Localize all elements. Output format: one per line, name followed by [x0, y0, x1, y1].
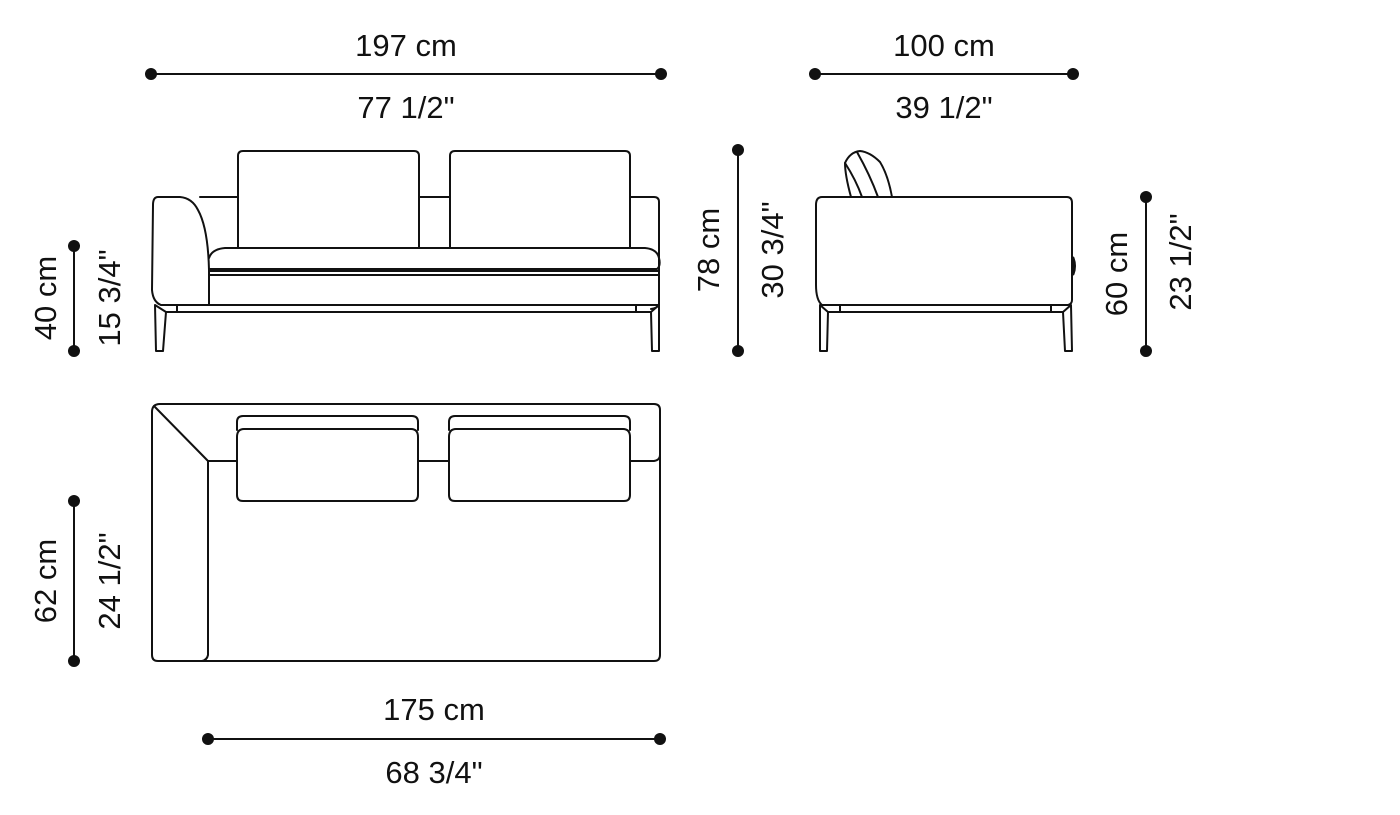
seat-depth-metric: 62 cm — [28, 539, 63, 623]
overall-depth-metric: 100 cm — [893, 28, 995, 63]
top-view — [151, 403, 661, 662]
cushion-seam — [844, 162, 863, 198]
side-knob — [1071, 256, 1076, 276]
dimension-endpoint — [68, 240, 80, 252]
back-cushion-left-plan — [236, 428, 419, 502]
leg-side-front — [819, 304, 829, 352]
arm-height-metric: 60 cm — [1099, 232, 1134, 316]
overall-depth-imperial: 39 1/2" — [895, 90, 992, 125]
dimension-endpoint — [1140, 191, 1152, 203]
seat-width-imperial: 68 3/4" — [385, 755, 482, 790]
dimension-endpoint — [1140, 345, 1152, 357]
seat-depth-imperial: 24 1/2" — [92, 532, 127, 629]
back-cushion-left-top — [236, 415, 419, 431]
leg-front-right — [650, 304, 660, 352]
dimension-overall-width: 197 cm 77 1/2" — [145, 28, 667, 125]
seat-base — [208, 257, 660, 310]
leg-front-left — [154, 304, 167, 352]
dimension-endpoint — [68, 495, 80, 507]
dimension-seat-width: 175 cm 68 3/4" — [202, 692, 666, 790]
back-cushion-left — [237, 150, 420, 249]
back-frame-inner — [207, 454, 661, 462]
armrest — [151, 196, 210, 306]
back-frame — [199, 196, 660, 259]
seat-height-metric: 40 cm — [28, 256, 63, 340]
dimension-endpoint — [809, 68, 821, 80]
plan-outline — [151, 403, 661, 662]
front-view — [151, 150, 661, 352]
overall-width-imperial: 77 1/2" — [357, 90, 454, 125]
cushion-seam — [856, 151, 879, 198]
seat-cushion — [208, 247, 661, 270]
overall-width-metric: 197 cm — [355, 28, 457, 63]
dimension-overall-depth: 100 cm 39 1/2" — [809, 28, 1079, 125]
back-cushion-profile — [844, 150, 893, 198]
back-cushion-right-top — [448, 415, 631, 431]
arm-inner-edge — [201, 460, 209, 662]
dimension-endpoint — [1067, 68, 1079, 80]
dimension-endpoint — [655, 68, 667, 80]
back-cushion-right-plan — [448, 428, 631, 502]
overall-height-metric: 78 cm — [691, 208, 726, 292]
dimension-seat-height: 40 cm 15 3/4" — [28, 240, 127, 357]
side-body — [815, 196, 1073, 306]
dimension-endpoint — [68, 655, 80, 667]
seat-width-metric: 175 cm — [383, 692, 485, 727]
back-cushion-right — [449, 150, 631, 249]
dimension-endpoint — [202, 733, 214, 745]
dimension-endpoint — [68, 345, 80, 357]
dimension-seat-depth: 62 cm 24 1/2" — [28, 495, 127, 667]
arm-miter — [153, 405, 209, 462]
leg-side-back — [1062, 304, 1073, 352]
arm-height-imperial: 23 1/2" — [1163, 213, 1198, 310]
dimension-arm-height: 60 cm 23 1/2" — [1099, 191, 1198, 357]
dimension-endpoint — [732, 345, 744, 357]
dimension-endpoint — [732, 144, 744, 156]
dimension-endpoint — [654, 733, 666, 745]
dimension-overall-height: 78 cm 30 3/4" — [691, 144, 790, 357]
overall-height-imperial: 30 3/4" — [755, 201, 790, 298]
dimension-endpoint — [145, 68, 157, 80]
side-view — [815, 150, 1076, 352]
seat-height-imperial: 15 3/4" — [92, 249, 127, 346]
